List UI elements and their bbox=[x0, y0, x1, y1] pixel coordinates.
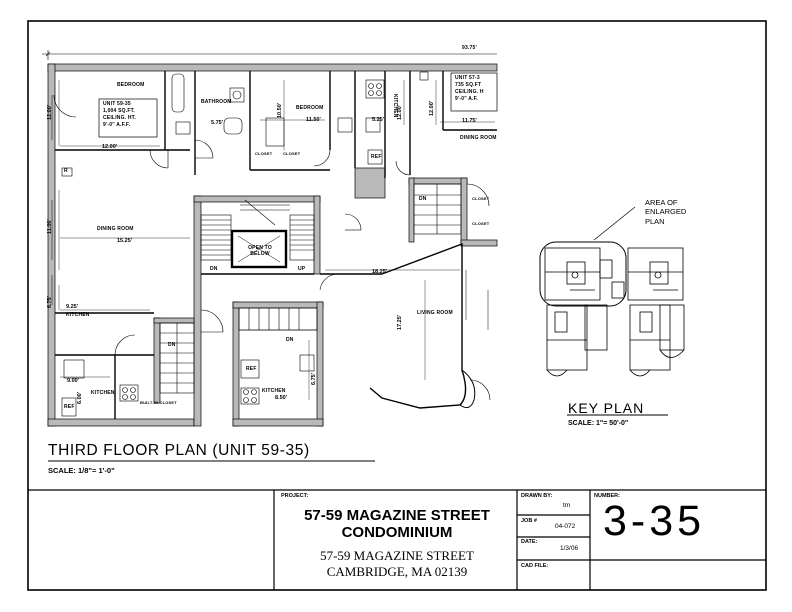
key-plan-title: KEY PLAN bbox=[568, 400, 645, 416]
dimension: 15.25' bbox=[117, 238, 133, 244]
job-number-label: JOB # bbox=[521, 518, 537, 524]
label-r: R bbox=[64, 168, 68, 174]
label-ref-1: REF bbox=[246, 366, 257, 372]
room-label-bedroom-2: BEDROOM bbox=[296, 105, 324, 111]
key-plan-graphic bbox=[539, 206, 685, 377]
drawing-scale: SCALE: 1/8"= 1'-0" bbox=[48, 466, 115, 475]
stair-lower bbox=[159, 183, 462, 394]
unit-info-1-line-3: CEILING. HT. bbox=[103, 115, 136, 121]
room-label-dining-room-top: DINING ROOM bbox=[460, 135, 497, 141]
dimension: 12.00' bbox=[102, 144, 118, 150]
room-label-closet-1: CLOSET bbox=[255, 151, 273, 156]
dimension: 5.25' bbox=[372, 117, 385, 123]
room-label-dining-room: DINING ROOM bbox=[97, 226, 134, 232]
sheet-number: 3-35 bbox=[603, 497, 706, 545]
project-name: 57-59 MAGAZINE STREET CONDOMINIUM bbox=[304, 507, 490, 542]
unit-info-1-line-4: 9'-0" A.F.F. bbox=[103, 122, 131, 128]
sheet-border bbox=[27, 20, 767, 591]
fixtures bbox=[61, 71, 429, 417]
dimension: 6.75' bbox=[311, 372, 317, 385]
date-label: DATE: bbox=[521, 539, 538, 545]
key-plan-scale: SCALE: 1"= 50'-0" bbox=[568, 420, 629, 427]
dimension: 9.25' bbox=[66, 304, 79, 310]
drawing-title: THIRD FLOOR PLAN (UNIT 59-35) bbox=[48, 442, 310, 459]
dimension: 9.00' bbox=[67, 378, 80, 384]
unit-info-1-line-2: 1,004 SQ.FT. bbox=[103, 108, 135, 114]
drawn-by-label: DRAWN BY: bbox=[521, 493, 553, 499]
dimension: 5.75' bbox=[211, 120, 224, 126]
label-ref-3: REF bbox=[371, 154, 382, 160]
overall-dimension: 93.75' bbox=[462, 45, 477, 51]
door-swings bbox=[53, 94, 491, 401]
label-dn-4: DN bbox=[419, 196, 427, 202]
dimension: 17.25' bbox=[397, 314, 403, 330]
title-block-lines bbox=[28, 489, 766, 590]
room-label-kitchen-1: KITCHEN bbox=[66, 312, 90, 318]
room-label-open-to-below: OPEN TO BELOW bbox=[248, 245, 272, 257]
dimension: 10.50' bbox=[277, 102, 283, 118]
cad-file-label: CAD FILE: bbox=[521, 563, 549, 569]
unit-info-1-line-1: UNIT 59-35 bbox=[103, 101, 131, 107]
room-label-bedroom-1: BEDROOM bbox=[117, 82, 145, 88]
overall-dimension-line bbox=[42, 50, 497, 60]
dimension: 11.50' bbox=[306, 117, 321, 123]
dimension: 6.75' bbox=[47, 295, 53, 308]
label-dn-3: DN bbox=[286, 337, 294, 343]
room-label-closet-3: CLOSET bbox=[472, 196, 490, 201]
sheet-number-label: NUMBER: bbox=[594, 493, 620, 499]
floor-plan bbox=[47, 63, 498, 427]
date-value: 1/3/06 bbox=[560, 545, 579, 552]
job-number-value: 04-072 bbox=[555, 523, 576, 530]
dimension: 8.50' bbox=[275, 395, 288, 401]
project-label: PROJECT: bbox=[281, 493, 309, 499]
label-ref-2: REF bbox=[64, 404, 75, 410]
label-dn-1: DN bbox=[210, 266, 218, 272]
dimension: 11.75' bbox=[462, 118, 477, 124]
dimension: 12.00' bbox=[47, 104, 53, 120]
unit-info-2-line-1: UNIT 57-3 bbox=[455, 75, 480, 81]
dimension: 6.00' bbox=[77, 391, 83, 404]
room-label-bathroom: BATHROOM bbox=[201, 99, 232, 105]
room-label-built-in-closet: BUILT-IN CLOSET bbox=[140, 400, 177, 405]
project-address: 57-59 MAGAZINE STREET CAMBRIDGE, MA 0213… bbox=[320, 548, 474, 579]
room-label-kitchen-2: KITCHEN bbox=[91, 390, 115, 396]
room-label-closet-2: CLOSET bbox=[283, 151, 301, 156]
dimension: 11.00' bbox=[47, 219, 53, 234]
dimension: 12.00' bbox=[397, 104, 403, 120]
room-label-kitchen-3: KITCHEN bbox=[262, 388, 286, 394]
label-up: UP bbox=[298, 266, 306, 272]
label-dn-2: DN bbox=[168, 342, 176, 348]
stair-center bbox=[200, 199, 315, 261]
room-label-closet-4: CLOSET bbox=[472, 221, 490, 226]
room-label-living-room: LIVING ROOM bbox=[417, 310, 453, 316]
dimension: 18.25' bbox=[372, 269, 388, 275]
unit-info-2-line-2: 735 SQ.FT bbox=[455, 82, 482, 88]
unit-info-2-line-3: CEILING. H bbox=[455, 89, 484, 95]
drawn-by-value: tm bbox=[563, 502, 571, 509]
key-plan-area-note: AREA OF ENLARGED PLAN bbox=[645, 198, 687, 226]
dimension: 12.00' bbox=[429, 100, 435, 116]
unit-info-2-line-4: 9'-0" A.F. bbox=[455, 96, 478, 102]
